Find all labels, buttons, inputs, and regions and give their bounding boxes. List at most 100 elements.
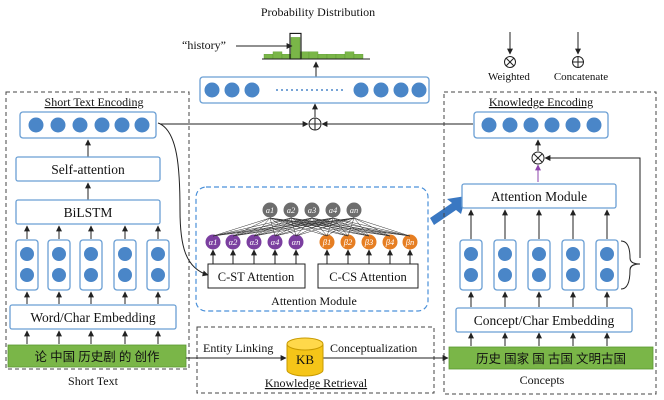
concepts-bypass-to-weighted-arrow (544, 155, 641, 258)
ccs-attention-label: C-CS Attention (329, 270, 407, 284)
short-text-column-arrows (24, 225, 161, 344)
alpha-node (205, 234, 221, 250)
fan-line (290, 217, 411, 237)
short-text-input-bar (7, 344, 187, 368)
fan-line (332, 217, 411, 237)
entity-linking-label: Entity Linking (203, 341, 273, 355)
beta-node (402, 234, 418, 250)
histogram-bar (317, 54, 328, 60)
histogram-bar (290, 37, 301, 60)
word-char-embedding-label: Word/Char Embedding (30, 310, 156, 325)
beta-node (361, 234, 377, 250)
combined-weight-node (262, 202, 278, 218)
attention-module-caption: Attention Module (271, 294, 357, 308)
alpha-node-label: α4 (271, 237, 280, 247)
kb-database-icon (286, 337, 324, 377)
cst-attention-box (207, 263, 306, 289)
short-text-vector-cells (28, 117, 150, 133)
fan-line (295, 217, 355, 237)
fan-line (212, 217, 271, 237)
combined-weight-node-label: a1 (266, 205, 275, 215)
ccs-attention-box (317, 263, 419, 289)
attention-module-label: Attention Module (491, 189, 587, 204)
beta-node-label: β2 (343, 237, 353, 247)
combined-weight-node-label: a3 (308, 205, 317, 215)
combined-weight-node (325, 202, 341, 218)
fan-line (232, 217, 271, 237)
concept-column-arrows (468, 209, 610, 346)
histogram-bar (308, 51, 319, 60)
fan-line (269, 217, 411, 237)
concept-char-embedding-label: Concept/Char Embedding (474, 313, 615, 328)
concepts-input: 历史 国家 国 古国 文明古国 (476, 351, 626, 366)
fan-line (295, 217, 334, 237)
alpha-node (225, 234, 241, 250)
alpha-node-label: α2 (229, 237, 238, 247)
histogram-bar (335, 54, 346, 60)
fan-line (269, 217, 391, 237)
self-attention-label: Self-attention (51, 162, 125, 177)
attention-module-block (461, 183, 617, 209)
fan-line (311, 217, 411, 237)
beta-node (340, 234, 356, 250)
kb-label: KB (296, 352, 314, 367)
combined-weight-node (283, 202, 299, 218)
short-text-token-columns (15, 239, 170, 291)
combined-weight-node (304, 202, 320, 218)
alpha-node (246, 234, 262, 250)
concatenate-legend-icon (572, 32, 584, 68)
knowledge-retrieval-panel (196, 326, 435, 394)
histogram-bar (263, 54, 274, 60)
bilstm-label: BiLSTM (64, 205, 113, 220)
short-text-to-cst-curve (157, 122, 209, 277)
self-attention-block (15, 156, 161, 182)
alpha-node (267, 234, 283, 250)
combined-weight-node (346, 202, 362, 218)
bilstm-block (15, 199, 161, 225)
cst-attention-label: C-ST Attention (218, 270, 295, 284)
weight-fan-lines (212, 217, 411, 237)
alpha-node-label: αn (292, 237, 301, 247)
fan-line (253, 217, 271, 237)
short-text-caption: Short Text (68, 374, 119, 388)
short-text-title: Short Text Encoding (45, 95, 144, 109)
weighted-legend-label: Weighted (488, 71, 530, 83)
concepts-input-bar (448, 346, 654, 370)
histogram-bar (344, 51, 355, 60)
fan-line (269, 217, 349, 237)
fan-line (353, 217, 411, 237)
concept-columns-brace (620, 240, 641, 290)
beta-node-label: β1 (322, 237, 331, 247)
to-attention-module-block-arrow (430, 196, 466, 225)
concepts-caption: Concepts (520, 373, 565, 387)
alpha-node-label: α1 (209, 237, 218, 247)
concatenate-legend-label: Concatenate (554, 71, 608, 83)
output-vector-box (199, 76, 430, 104)
history-label: “history” (182, 38, 226, 52)
knowledge-panel (443, 91, 657, 395)
short-text-input: 论 中国 历史剧 的 创作 (34, 349, 160, 364)
concatenate-operator-icon (308, 117, 322, 131)
beta-node (382, 234, 398, 250)
concept-char-embedding-block (455, 307, 633, 333)
knowledge-title: Knowledge Encoding (489, 95, 593, 109)
combined-weight-node-label: a2 (287, 205, 296, 215)
combined-weight-node-label: an (350, 205, 359, 215)
beta-node (319, 234, 335, 250)
histogram-bar (353, 54, 364, 60)
fan-line (269, 217, 276, 237)
short-text-panel (5, 91, 190, 370)
fan-line (269, 217, 370, 237)
conceptualization-label: Conceptualization (330, 341, 417, 355)
alpha-beta-stems (210, 249, 413, 264)
weighted-operator-icon (531, 151, 545, 165)
knowledge-vector-cells (481, 117, 602, 133)
beta-node-label: β3 (364, 237, 373, 247)
knowledge-retrieval-caption: Knowledge Retrieval (265, 376, 368, 390)
combined-weight-node-label: a4 (329, 205, 338, 215)
word-char-embedding-block (9, 304, 177, 330)
